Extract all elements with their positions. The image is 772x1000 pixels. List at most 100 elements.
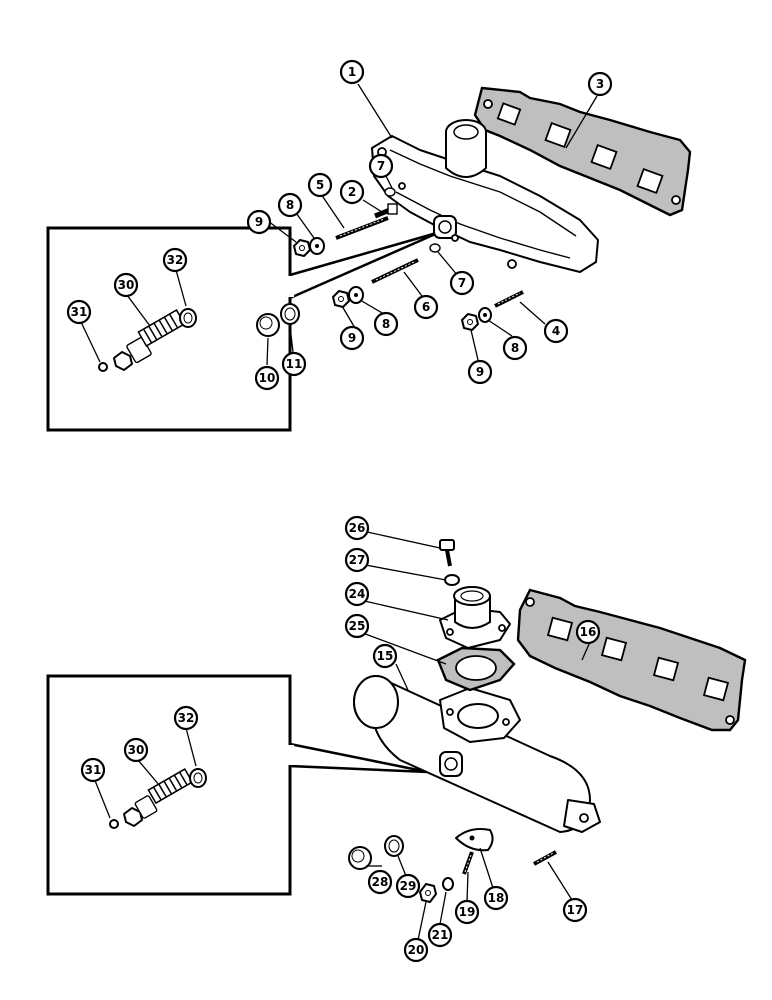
washer-11 <box>280 303 300 325</box>
callout-7b: 7 <box>449 270 475 296</box>
stud-17 <box>533 850 557 866</box>
callout-label: 27 <box>349 553 366 567</box>
callout-label: 30 <box>118 278 135 292</box>
callout-28: 28 <box>367 869 393 895</box>
callout-21: 21 <box>427 922 453 948</box>
nut-9c <box>461 313 479 331</box>
callout-label: 32 <box>178 711 195 725</box>
callout-4: 4 <box>543 318 569 344</box>
callout-label: 1 <box>348 65 356 79</box>
callout-label: 9 <box>476 365 484 379</box>
callout-16: 16 <box>575 619 601 645</box>
nut-9a <box>293 239 311 257</box>
water-manifold-bottom <box>353 675 601 833</box>
outlet-gasket-25 <box>436 646 516 692</box>
washer-29 <box>384 835 404 857</box>
callout-label: 8 <box>382 317 390 331</box>
nut-9b <box>332 290 350 308</box>
callout-label: 30 <box>128 743 145 757</box>
thermostat-switch-30b <box>123 768 194 827</box>
bolt-26 <box>439 539 455 567</box>
callout-10: 10 <box>254 365 280 391</box>
callout-1: 1 <box>339 59 365 85</box>
callout-label: 5 <box>316 178 324 192</box>
callout-6: 6 <box>413 294 439 320</box>
washer-7b <box>429 243 441 253</box>
callout-label: 6 <box>422 300 430 314</box>
plate-18 <box>455 828 494 852</box>
callout-11: 11 <box>281 351 307 377</box>
callout-label: 32 <box>167 253 184 267</box>
callout-label: 15 <box>377 649 394 663</box>
callout-7a: 7 <box>368 153 394 179</box>
callout-32b: 32 <box>173 705 199 731</box>
nut-31a <box>98 362 108 372</box>
callout-label: 20 <box>408 943 425 957</box>
callout-19: 19 <box>454 899 480 925</box>
manifold-gasket-bottom <box>516 588 747 732</box>
nut-31b <box>109 819 119 829</box>
callout-27: 27 <box>344 547 370 573</box>
nut-20 <box>419 883 437 903</box>
callout-9a: 9 <box>246 209 272 235</box>
lock-washer-27 <box>444 574 460 586</box>
callout-label: 24 <box>349 587 366 601</box>
stud-19 <box>462 851 474 875</box>
washer-32b <box>189 768 207 788</box>
intake-manifold-top <box>371 119 599 273</box>
callout-31b: 31 <box>80 757 106 783</box>
callout-label: 7 <box>377 159 385 173</box>
callout-label: 11 <box>286 357 303 371</box>
callout-17: 17 <box>562 897 588 923</box>
callout-2: 2 <box>339 179 365 205</box>
callout-label: 9 <box>348 331 356 345</box>
callout-5: 5 <box>307 172 333 198</box>
callout-label: 29 <box>400 879 417 893</box>
callout-9b: 9 <box>339 325 365 351</box>
callout-label: 3 <box>596 77 604 91</box>
callout-label: 9 <box>255 215 263 229</box>
callout-32a: 32 <box>162 247 188 273</box>
callout-label: 25 <box>349 619 366 633</box>
callout-label: 16 <box>580 625 597 639</box>
callout-30a: 30 <box>113 272 139 298</box>
callout-8a: 8 <box>277 192 303 218</box>
plug-28 <box>348 846 372 870</box>
washer-21 <box>442 877 454 891</box>
callout-label: 4 <box>552 324 560 338</box>
callout-label: 8 <box>286 198 294 212</box>
callout-label: 21 <box>432 928 449 942</box>
callout-label: 18 <box>488 891 505 905</box>
stud-4 <box>494 290 524 308</box>
callout-25: 25 <box>344 613 370 639</box>
callout-29: 29 <box>395 873 421 899</box>
washer-32a <box>179 308 197 328</box>
manifold-gasket-top <box>473 86 692 217</box>
callout-24: 24 <box>344 581 370 607</box>
stud-5 <box>335 216 389 240</box>
stud-2 <box>374 203 398 219</box>
callout-26: 26 <box>344 515 370 541</box>
callout-30b: 30 <box>123 737 149 763</box>
callout-label: 2 <box>348 185 356 199</box>
callout-label: 19 <box>459 905 476 919</box>
plug-10 <box>256 313 280 337</box>
callout-label: 26 <box>349 521 366 535</box>
callout-label: 31 <box>85 763 102 777</box>
callout-label: 10 <box>259 371 276 385</box>
callout-8b: 8 <box>373 311 399 337</box>
washer-8c <box>478 307 492 323</box>
water-outlet-24 <box>439 586 511 649</box>
callout-label: 28 <box>372 875 389 889</box>
callout-20: 20 <box>403 937 429 963</box>
callout-9c: 9 <box>467 359 493 385</box>
stud-6 <box>371 258 419 284</box>
callout-label: 8 <box>511 341 519 355</box>
callout-3: 3 <box>587 71 613 97</box>
washer-8a <box>309 237 325 255</box>
washer-7a <box>384 187 396 197</box>
callout-18: 18 <box>483 885 509 911</box>
washer-8b <box>348 286 364 304</box>
callout-label: 7 <box>458 276 466 290</box>
